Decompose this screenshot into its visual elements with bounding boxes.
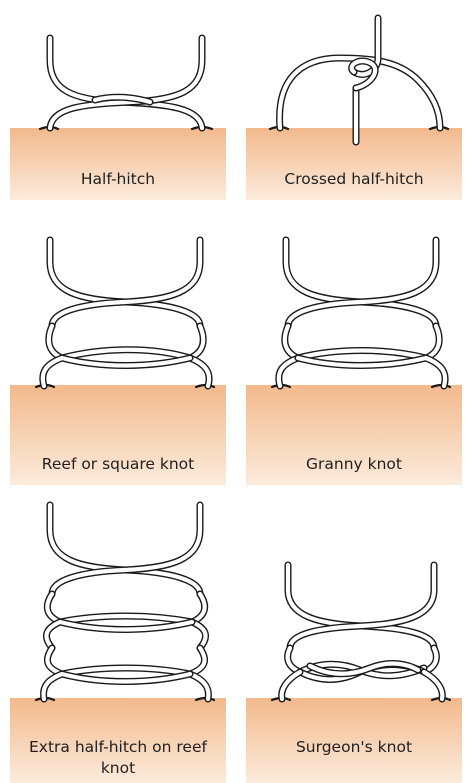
caption-extra-half-hitch: Extra half-hitch on reef knot: [18, 737, 218, 779]
half-hitch-rope: [40, 38, 212, 129]
crossed-half-hitch-rope: [270, 18, 448, 142]
surgeons-knot-rope: [272, 565, 450, 700]
caption-half-hitch: Half-hitch: [10, 169, 226, 190]
caption-crossed-half-hitch: Crossed half-hitch: [246, 169, 462, 190]
caption-surgeons-knot: Surgeon's knot: [246, 737, 462, 758]
reef-knot-rope: [36, 240, 214, 387]
granny-knot-rope: [272, 240, 450, 387]
extra-half-hitch-rope: [36, 505, 214, 700]
caption-reef-knot: Reef or square knot: [10, 454, 226, 475]
caption-granny-knot: Granny knot: [246, 454, 462, 475]
